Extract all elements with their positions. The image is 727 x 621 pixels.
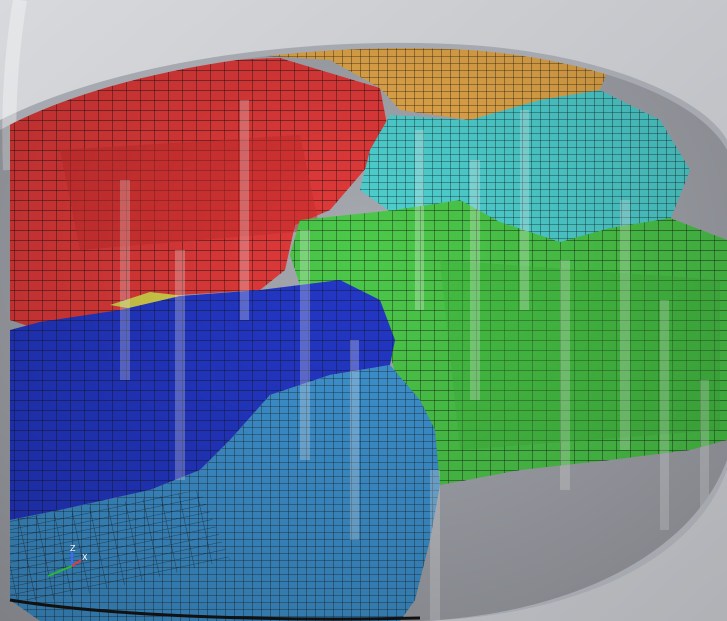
x-axis bbox=[71, 559, 82, 567]
z-axis-label: Z bbox=[70, 544, 76, 553]
axis-triad: Z X bbox=[47, 544, 88, 577]
y-axis bbox=[47, 565, 73, 577]
x-axis-label: X bbox=[82, 553, 88, 562]
mesh-rim bbox=[9, 598, 421, 621]
